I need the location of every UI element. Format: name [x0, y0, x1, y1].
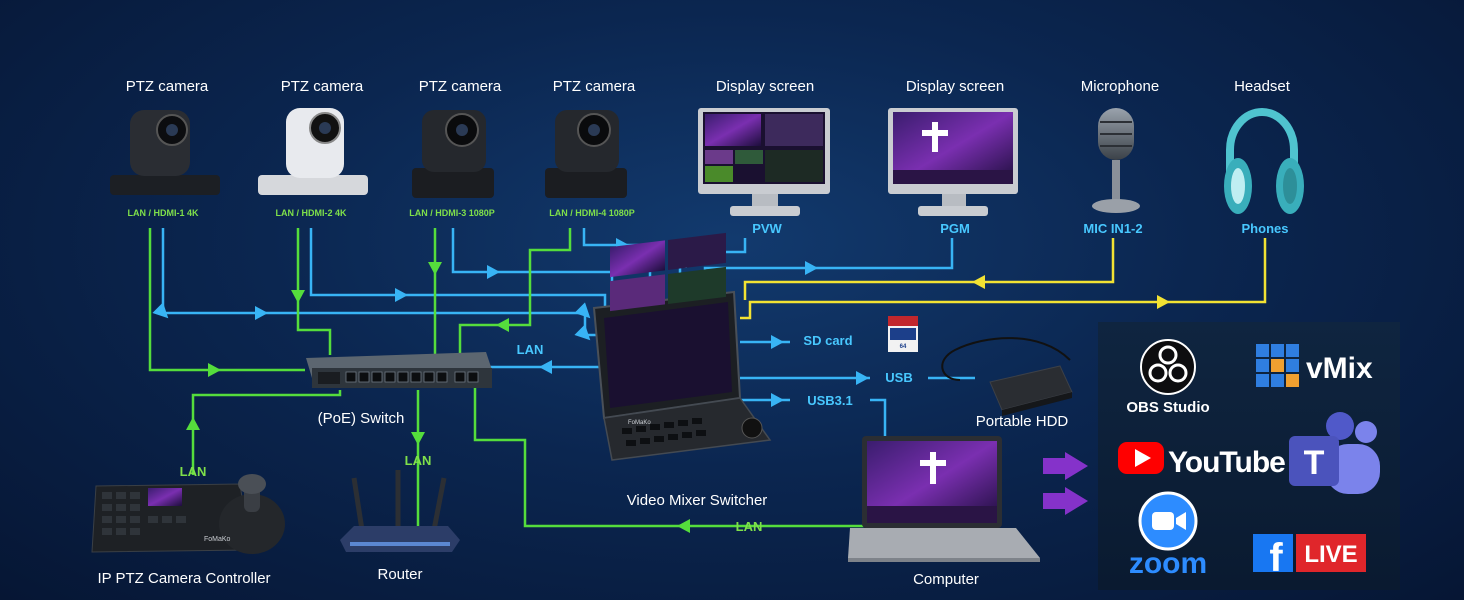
ptz-camera-3: PTZ camera LAN / HDMI-3 1080P [409, 78, 502, 218]
vmix-logo: vMix [1256, 344, 1373, 387]
display-screen-pgm: Display screen PGM [888, 78, 1018, 236]
router-lan-tag: LAN [405, 453, 432, 468]
portable-hdd: Portable HDD [941, 337, 1073, 430]
display-2-label: Display screen [906, 78, 1004, 95]
hdmi2-line [309, 228, 607, 310]
camera-4-port-label: LAN / HDMI-4 1080P [549, 208, 635, 218]
camera-4-label: PTZ camera [553, 78, 636, 95]
camera-1-label: PTZ camera [126, 78, 209, 95]
zoom-label: zoom [1129, 547, 1207, 580]
camera-3-port-label: LAN / HDMI-3 1080P [409, 208, 495, 218]
stream-arrows [1043, 452, 1088, 515]
computer-laptop: Computer [848, 436, 1040, 588]
phones-port-label: Phones [1242, 221, 1289, 236]
vmix-grid-icon [1256, 344, 1299, 387]
camera-icon [1176, 512, 1186, 530]
teams-letter: T [1304, 444, 1325, 482]
hdmi1-line [152, 228, 600, 341]
camera-2-port-label: LAN / HDMI-2 4K [275, 208, 347, 218]
mixer-brand: FoMaKo [628, 420, 651, 426]
video-mixer-switcher: FoMaKo Video Mixer Switcher [592, 232, 772, 509]
microphone-label: Microphone [1081, 78, 1159, 95]
cam2-lan-line [296, 228, 332, 355]
controller-brand: FoMaKo [204, 536, 231, 543]
link-labels: LAN SD card USB USB3.1 LAN LAN LAN [180, 333, 913, 534]
play-icon [1135, 449, 1151, 467]
display-1-label: Display screen [716, 78, 814, 95]
controller-label: IP PTZ Camera Controller [97, 570, 270, 587]
usb-tag: USB [885, 370, 912, 385]
live-label: LIVE [1304, 541, 1357, 568]
platforms-panel: OBS Studio vMix YouTube T [1098, 322, 1400, 590]
youtube-label: YouTube [1168, 446, 1285, 479]
computer-lan-tag: LAN [736, 519, 763, 534]
controller-lan-tag: LAN [180, 464, 207, 479]
cam4-lan-line [458, 228, 572, 355]
display-screen-pvw: Display screen PVW [698, 78, 830, 236]
phones-line [740, 238, 1267, 320]
facebook-letter: f [1269, 536, 1283, 580]
computer-lan-line [473, 380, 865, 528]
usb31-tag: USB3.1 [807, 393, 853, 408]
sd-card: 64 [888, 316, 918, 352]
sd-capacity: 64 [900, 344, 907, 350]
mic-line [743, 238, 1115, 300]
teams-logo: T [1289, 412, 1380, 494]
pgm-port-label: PGM [940, 221, 970, 236]
switch-ports [345, 371, 479, 383]
router-label: Router [377, 566, 422, 583]
controller-lan-line [191, 390, 342, 475]
ptz-camera-2: PTZ camera LAN / HDMI-2 4K [258, 78, 368, 218]
camera-2-label: PTZ camera [281, 78, 364, 95]
hdd-label: Portable HDD [976, 413, 1069, 430]
switch-label: (PoE) Switch [318, 410, 405, 427]
computer-label: Computer [913, 571, 979, 588]
pvw-port-label: PVW [752, 221, 782, 236]
zoom-logo: zoom [1129, 491, 1207, 580]
microphone: Microphone MIC IN1-2 [1081, 78, 1159, 236]
usb31-line-2 [870, 398, 887, 438]
camera-1-port-label: LAN / HDMI-1 4K [127, 208, 199, 218]
headset: Headset Phones [1224, 78, 1304, 236]
ptz-camera-4: PTZ camera LAN / HDMI-4 1080P [545, 78, 636, 218]
sd-tag: SD card [803, 333, 852, 348]
mic-port-label: MIC IN1-2 [1083, 221, 1142, 236]
ptz-camera-1: PTZ camera LAN / HDMI-1 4K [110, 78, 220, 218]
mixer-label: Video Mixer Switcher [627, 492, 768, 509]
vmix-label: vMix [1306, 352, 1373, 385]
cam1-lan-line [148, 228, 305, 372]
poe-switch: (PoE) Switch [306, 352, 492, 427]
obs-label: OBS Studio [1126, 399, 1209, 416]
headset-label: Headset [1234, 78, 1291, 95]
youtube-logo: YouTube [1118, 442, 1286, 479]
ip-ptz-controller: FoMaKo IP PTZ Camera Controller [91, 474, 285, 587]
camera-3-label: PTZ camera [419, 78, 502, 95]
pgm-line [703, 238, 954, 300]
router: Router [340, 470, 460, 583]
mixer-lan-tag: LAN [517, 342, 544, 357]
facebook-live-logo: f LIVE [1253, 534, 1366, 580]
obs-logo: OBS Studio [1126, 339, 1210, 416]
